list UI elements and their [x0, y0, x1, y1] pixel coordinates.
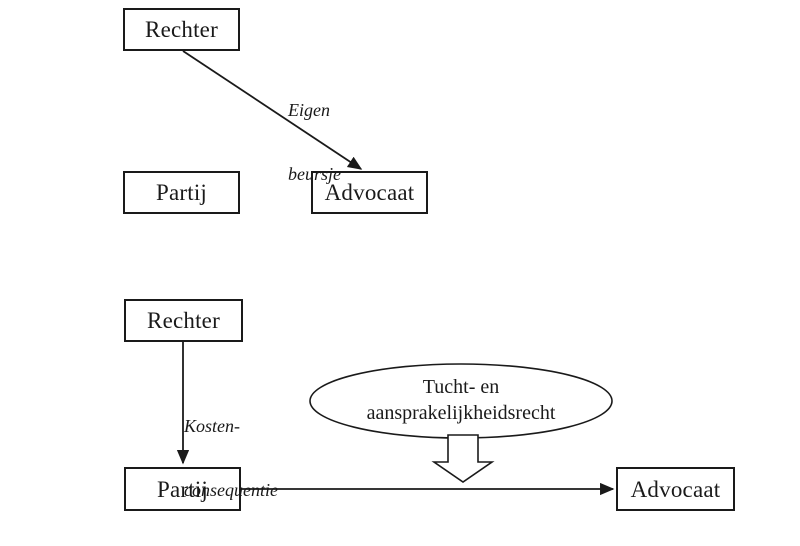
- edge-label-kosten-consequentie: Kosten- consequentie: [184, 374, 278, 544]
- edge-label-line1: Eigen: [288, 100, 330, 121]
- node-label: Rechter: [145, 17, 218, 42]
- node-label: Rechter: [147, 308, 220, 333]
- ellipse-label-tucht: Tucht- en aansprakelijkheidsrecht: [311, 375, 611, 426]
- node-label: Partij: [156, 476, 209, 502]
- node-rechter-bottom[interactable]: Rechter: [124, 299, 243, 342]
- node-label: Partij: [155, 180, 208, 205]
- edge-label-schadevergoeding: Schadevergoeding: [328, 504, 460, 546]
- edge-label-eigen-beursje: Eigen beursje: [288, 58, 341, 228]
- edge-label-line1: Kosten-: [184, 416, 240, 437]
- node-partij-bottom[interactable]: Partij: [124, 467, 241, 511]
- node-rechter-top[interactable]: Rechter: [123, 8, 240, 51]
- node-partij-top[interactable]: Partij: [123, 171, 240, 214]
- node-advocaat-top[interactable]: Advocaat: [311, 171, 428, 214]
- edge-label-line2: consequentie: [184, 480, 278, 501]
- node-label: Advocaat: [324, 180, 415, 205]
- ellipse-label-line2: aansprakelijkheidsrecht: [366, 401, 556, 424]
- node-label: Advocaat: [630, 476, 721, 502]
- node-advocaat-bottom[interactable]: Advocaat: [616, 467, 735, 511]
- edge-label-line2: beursje: [288, 164, 341, 185]
- block-arrow-down-icon: [431, 434, 495, 483]
- ellipse-label-line1: Tucht- en: [422, 376, 500, 398]
